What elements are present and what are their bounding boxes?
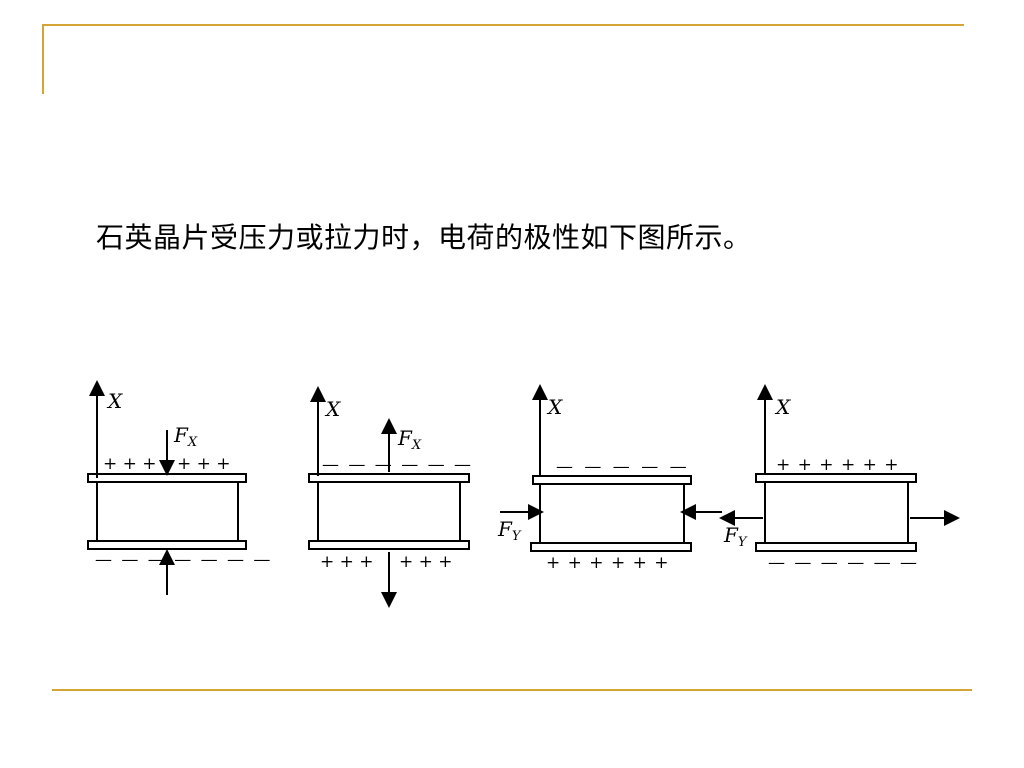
top-charges: — — — — —	[556, 457, 690, 477]
bottom-charges: — — — — — —	[768, 553, 919, 573]
bottom-charges: — — — — — — —	[95, 550, 272, 570]
bottom-charges: + + + + + +	[546, 553, 669, 573]
top-charges: + + + + + +	[776, 455, 899, 475]
bottom-charges-right: + + +	[399, 552, 453, 572]
bottom-electrode	[308, 540, 470, 550]
top-electrode	[755, 473, 917, 483]
x-axis-label: X	[546, 395, 563, 419]
bottom-charges: + + +	[320, 552, 374, 572]
top-electrode	[87, 473, 247, 483]
top-electrode	[532, 475, 692, 485]
force-label: FY	[497, 517, 522, 544]
x-axis-label: X	[106, 389, 123, 413]
top-electrode	[308, 473, 470, 483]
top-charges-right: + + +	[177, 454, 231, 474]
bottom-electrode	[755, 542, 917, 552]
force-label: FY	[723, 523, 748, 550]
top-charges: + + +	[103, 454, 157, 474]
panel-1: X FX + + + + + + — — — — — — —	[87, 380, 272, 595]
frame-top-rule	[42, 24, 964, 26]
panel-3: X FY — — — — — + + + + + +	[497, 384, 722, 573]
x-axis-label: X	[774, 395, 791, 419]
force-label: FX	[173, 423, 198, 450]
frame-bottom-rule	[52, 689, 972, 691]
x-axis-label: X	[324, 397, 341, 421]
bottom-electrode	[87, 540, 247, 550]
panel-4: X FY + + + + + + — — — — — —	[719, 384, 960, 573]
frame-left-rule	[42, 24, 44, 94]
force-label: FX	[397, 426, 422, 453]
slide-caption: 石英晶片受压力或拉力时，电荷的极性如下图所示。	[96, 221, 752, 254]
panel-2: X FX — — — — — — + + + + + +	[308, 386, 473, 608]
top-charges: — — — — — —	[322, 455, 473, 475]
bottom-electrode	[530, 542, 692, 552]
